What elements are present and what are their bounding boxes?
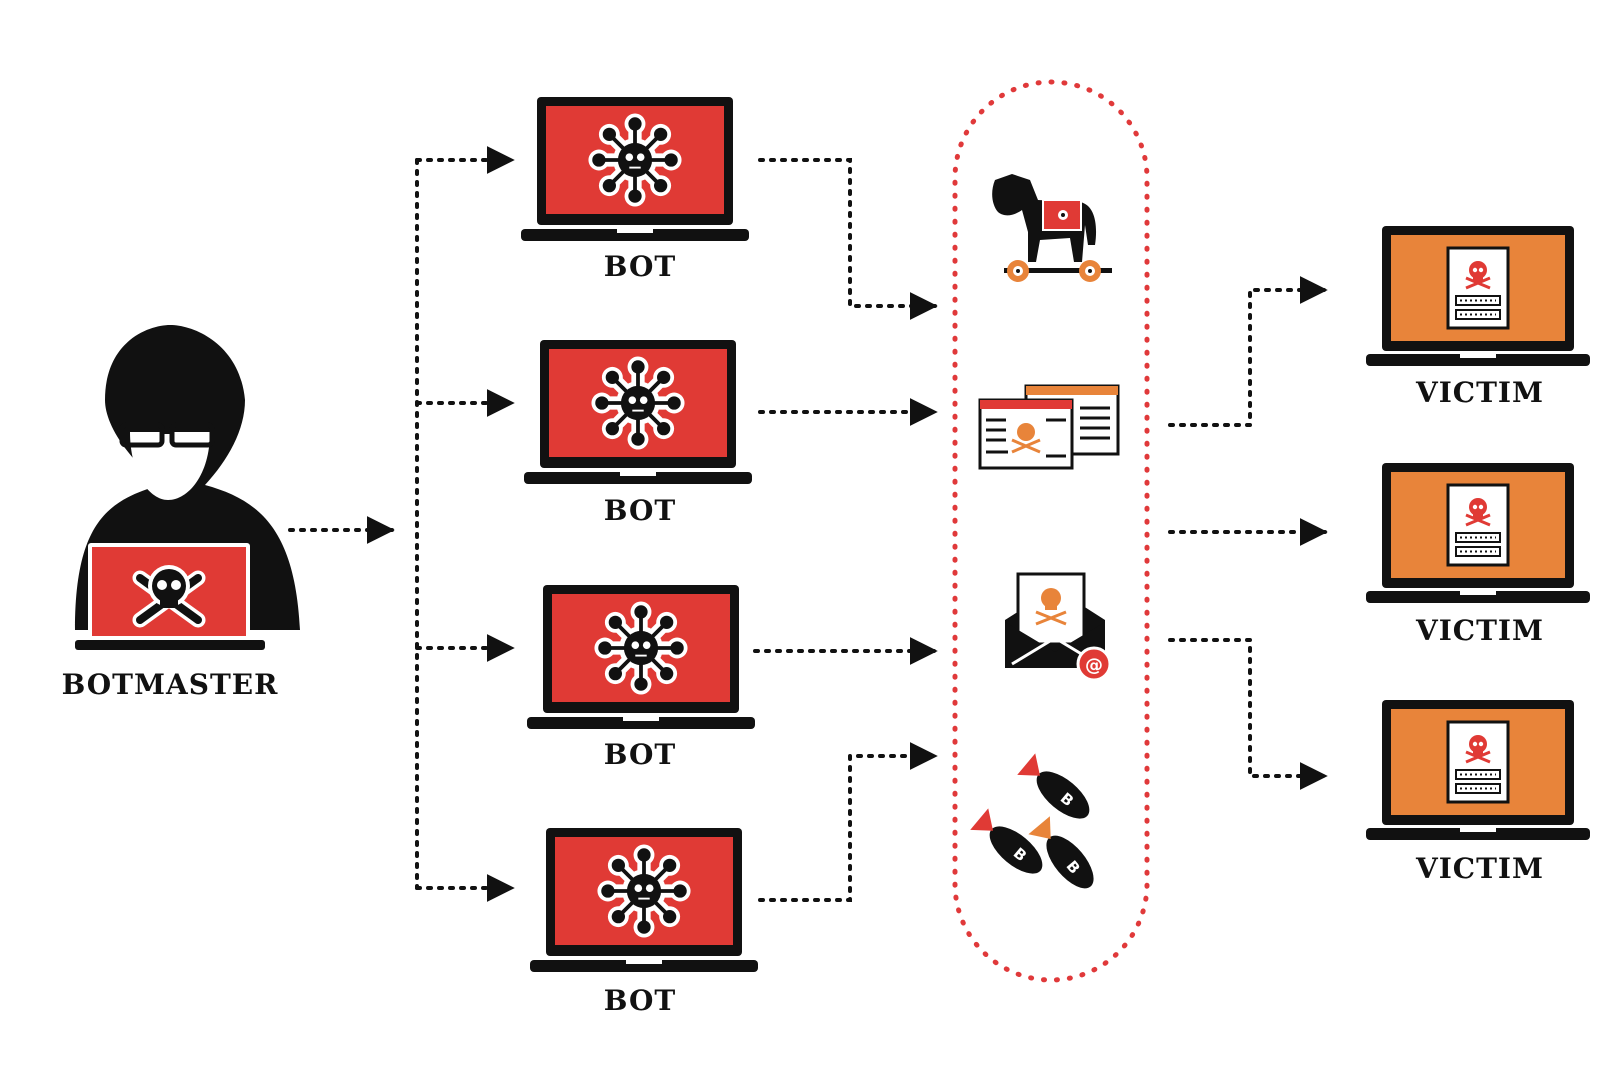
trojan-horse-icon [992,174,1112,282]
victim-label: VICTIM [1415,614,1545,647]
bot-laptop [530,828,758,972]
skull-crossbones-icon [132,565,206,628]
botmaster-figure [75,325,300,650]
victim-laptop [1364,224,1592,368]
botmaster-label: BOTMASTER [61,668,279,701]
connectors-to-victims [1168,276,1328,790]
connectors-to-attacks [753,158,938,902]
victim-label: VICTIM [1415,376,1545,409]
bot-label: BOT [603,494,677,527]
infected-document-icon [978,384,1120,470]
victim-laptop [1364,698,1592,842]
bot-laptop [524,340,752,484]
bot-label: BOT [603,250,677,283]
bot-laptop [527,585,755,729]
phishing-email-icon: @ [1005,572,1112,682]
connectors-to-bots [288,146,515,902]
bot-label: BOT [603,984,677,1017]
victim-laptop [1364,461,1592,605]
victim-label: VICTIM [1415,852,1545,885]
bot-label: BOT [603,738,677,771]
attack-methods-group [952,79,1150,983]
svg-text:@: @ [1085,655,1103,676]
bot-laptop [521,97,749,241]
bomb-attack-icon: B B B [970,753,1094,889]
